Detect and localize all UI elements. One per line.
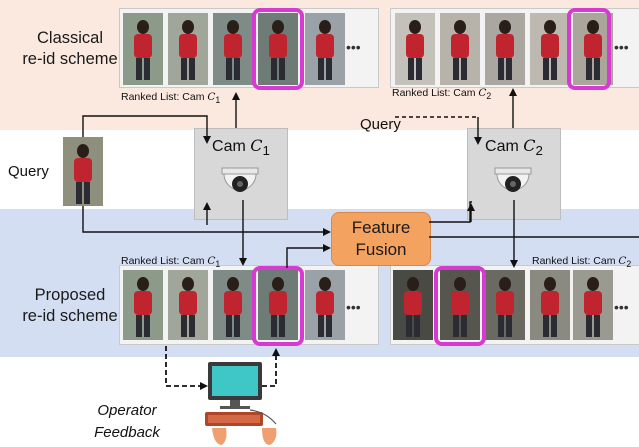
- match-highlight-c1-bottom: [252, 266, 304, 346]
- camera-c1-icon: [221, 167, 259, 192]
- ranked-list-caption-c2-top: Ranked List: Cam C2: [392, 87, 492, 102]
- keyboard-icon: [205, 412, 263, 426]
- mouse-cable: [249, 409, 277, 425]
- thumbnails-c2-top: [395, 13, 613, 85]
- ellipsis-c1-bottom: •••: [346, 299, 361, 315]
- ellipsis-c1-top: •••: [346, 39, 361, 55]
- match-highlight-c2-bottom: [434, 266, 486, 346]
- match-highlight-c2-top: [567, 8, 611, 90]
- camera-c1-label: Cam C1: [212, 136, 270, 159]
- ranked-list-caption-c1-top: Ranked List: Cam C1: [121, 91, 221, 106]
- match-highlight-c1-top: [252, 8, 304, 90]
- query-label-top: Query: [360, 116, 401, 133]
- thumbnails-c2-bottom: [393, 270, 613, 340]
- ranked-list-caption-c2-bottom: Ranked List: Cam C2: [532, 255, 632, 270]
- proposed-scheme-label: Proposed re-id scheme: [22, 286, 118, 325]
- connector-lines: [82, 88, 639, 268]
- feature-fusion-box: Feature Fusion: [331, 212, 431, 266]
- operator-feedback-arrows: [165, 346, 280, 390]
- operator-feedback-label: Operator Feedback: [94, 402, 160, 441]
- ellipsis-c2-bottom: •••: [614, 299, 629, 315]
- ellipsis-c2-top: •••: [614, 39, 629, 55]
- camera-c2-icon: [494, 167, 532, 192]
- thumbnails-c1-bottom: [123, 270, 345, 340]
- camera-c2-label: Cam C2: [485, 136, 543, 159]
- ranked-list-caption-c1-bottom: Ranked List: Cam C1: [121, 255, 221, 270]
- thumbnails-c1-top: [123, 13, 345, 85]
- hands-icon: [212, 428, 277, 445]
- query-label-left: Query: [8, 163, 49, 180]
- query-image: [63, 137, 103, 206]
- classical-scheme-label: Classical re-id scheme: [22, 29, 118, 68]
- computer-icon: [208, 362, 262, 409]
